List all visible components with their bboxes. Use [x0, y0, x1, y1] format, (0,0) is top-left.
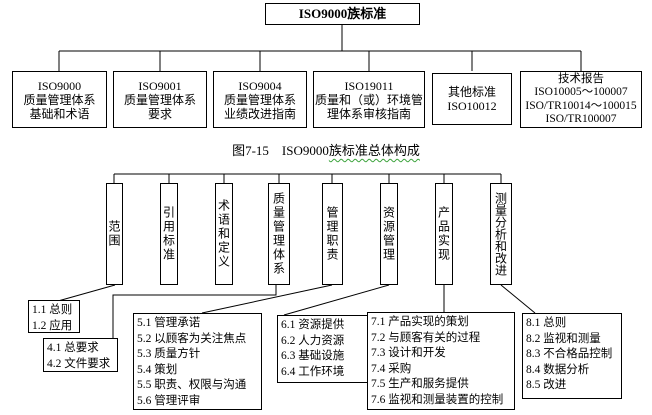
leaf-item: 7.5 生产和服务提供 — [371, 378, 469, 390]
leaf-item: 6.3 基础设施 — [281, 350, 345, 362]
connector-measure-to-leaf — [500, 284, 536, 314]
standard-line: 质量管理体系 — [123, 92, 196, 107]
section-label: 产品实现 — [436, 206, 451, 262]
standard-line: 质量管理体系 — [223, 92, 296, 107]
standard-line: ISO/TR10014～100015 — [525, 99, 637, 112]
standard-line: 质量和（或）环境管 — [314, 92, 423, 107]
standard-box-iso9000: ISO9000 质量管理体系 基础和术语 — [12, 71, 107, 128]
leaf-item: 4.2 文件要求 — [47, 357, 111, 370]
standard-box-iso9001: ISO9001 质量管理体系 要求 — [113, 71, 207, 128]
standard-line: 其他标准 — [447, 85, 496, 99]
section-label: 引用标准 — [161, 206, 176, 262]
leaf-item: 1.2 应用 — [32, 319, 73, 332]
leaf-item: 8.1 总则 — [526, 317, 567, 329]
section-label: 术语和定义 — [216, 199, 231, 269]
section-box-measurement: 测量分析和改进 — [490, 183, 512, 285]
standard-line: 技术报告 — [558, 72, 604, 85]
standard-line: 质量管理体系 — [23, 92, 96, 107]
leaf-item: 6.1 资源提供 — [281, 319, 345, 331]
leaf-item: 5.4 策划 — [137, 363, 178, 376]
leaf-item: 6.2 人力资源 — [281, 334, 345, 347]
caption-text-squiggled: 族标准总体构成 — [328, 143, 420, 158]
standard-line: ISO9000 — [37, 78, 82, 93]
standard-line: ISO10012 — [447, 99, 497, 113]
standard-box-iso19011: ISO19011 质量和（或）环境管 理体系审核指南 — [313, 71, 425, 128]
leaf-item: 7.1 产品实现的策划 — [371, 316, 469, 328]
leaf-item: 8.3 不合格品控制 — [526, 348, 613, 360]
section-label: 质量管理体系 — [271, 192, 286, 276]
section-label: 测量分析和改进 — [493, 192, 508, 276]
standard-line: ISO9001 — [138, 78, 182, 93]
leaf-item: 1.1 总则 — [32, 304, 73, 316]
section-label: 管理职责 — [325, 206, 339, 262]
standard-line: 基础和术语 — [29, 106, 90, 121]
connector-resource-to-leaf — [283, 284, 390, 316]
leaf-box-measurement: 8.1 总则 8.2 监视和测量 8.3 不合格品控制 8.4 数据分析 8.5… — [522, 313, 622, 399]
section-box-product: 产品实现 — [435, 183, 453, 285]
section-box-references: 引用标准 — [160, 183, 178, 285]
caption-text: 图7-15 ISO9000 — [232, 143, 329, 158]
figure-caption: 图7-15 ISO9000族标准总体构成 — [0, 143, 652, 159]
section-label: 资源管理 — [381, 206, 396, 262]
leaf-item: 5.1 管理承诺 — [137, 317, 201, 329]
leaf-box-management: 5.1 管理承诺 5.2 以顾客为关注焦点 5.3 质量方针 5.4 策划 5.… — [133, 313, 262, 410]
leaf-box-resources: 6.1 资源提供 6.2 人力资源 6.3 基础设施 6.4 工作环境 — [277, 315, 380, 383]
root-standard-label: ISO9000族标准 — [298, 6, 387, 21]
leaf-item: 5.6 管理评审 — [137, 394, 201, 407]
leaf-item: 7.3 设计和开发 — [371, 347, 446, 359]
root-standard-box: ISO9000族标准 — [265, 3, 420, 25]
section-label: 范围 — [107, 220, 121, 248]
leaf-item: 4.1 总要求 — [47, 342, 99, 354]
section-box-management: 管理职责 — [322, 183, 343, 285]
leaf-item: 5.5 职责、权限与沟通 — [137, 379, 247, 391]
standard-box-iso9004: ISO9004 质量管理体系 业绩改进指南 — [213, 71, 307, 128]
standard-line: 理体系审核指南 — [326, 106, 411, 121]
connector-mgmt-to-leaf — [201, 284, 333, 314]
standard-line: ISO9004 — [238, 78, 282, 93]
leaf-box-product: 7.1 产品实现的策划 7.2 与顾客有关的过程 7.3 设计和开发 7.4 采… — [367, 312, 515, 410]
connector-scope-to-leaf — [57, 284, 116, 302]
leaf-item: 7.6 监视和测量装置的控制 — [371, 393, 504, 406]
leaf-item: 5.2 以顾客为关注焦点 — [137, 332, 247, 345]
leaf-item: 7.2 与顾客有关的过程 — [371, 331, 481, 344]
standard-box-other: 其他标准 ISO10012 — [432, 73, 512, 125]
leaf-item: 7.4 采购 — [371, 362, 412, 375]
leaf-item: 8.4 数据分析 — [526, 363, 590, 376]
section-box-scope: 范围 — [106, 183, 123, 285]
leaf-item: 8.2 监视和测量 — [526, 332, 601, 345]
standard-line: ISO/TR100007 — [545, 113, 617, 125]
section-box-qms: 质量管理体系 — [268, 183, 290, 285]
section-box-resources: 资源管理 — [380, 183, 398, 285]
standard-line: ISO10005～100007 — [534, 86, 628, 98]
section-box-terms: 术语和定义 — [215, 183, 233, 285]
standard-box-tech-reports: 技术报告 ISO10005～100007 ISO/TR10014～100015 … — [520, 71, 642, 128]
leaf-item: 5.3 质量方针 — [137, 348, 201, 360]
standard-line: ISO19011 — [344, 78, 394, 93]
leaf-box-scope: 1.1 总则 1.2 应用 — [28, 300, 80, 333]
standard-line: 要求 — [147, 106, 172, 121]
leaf-item: 8.5 改进 — [526, 379, 567, 391]
leaf-box-qms: 4.1 总要求 4.2 文件要求 — [43, 338, 118, 372]
leaf-item: 6.4 工作环境 — [281, 365, 345, 378]
standard-line: 业绩改进指南 — [223, 106, 296, 121]
